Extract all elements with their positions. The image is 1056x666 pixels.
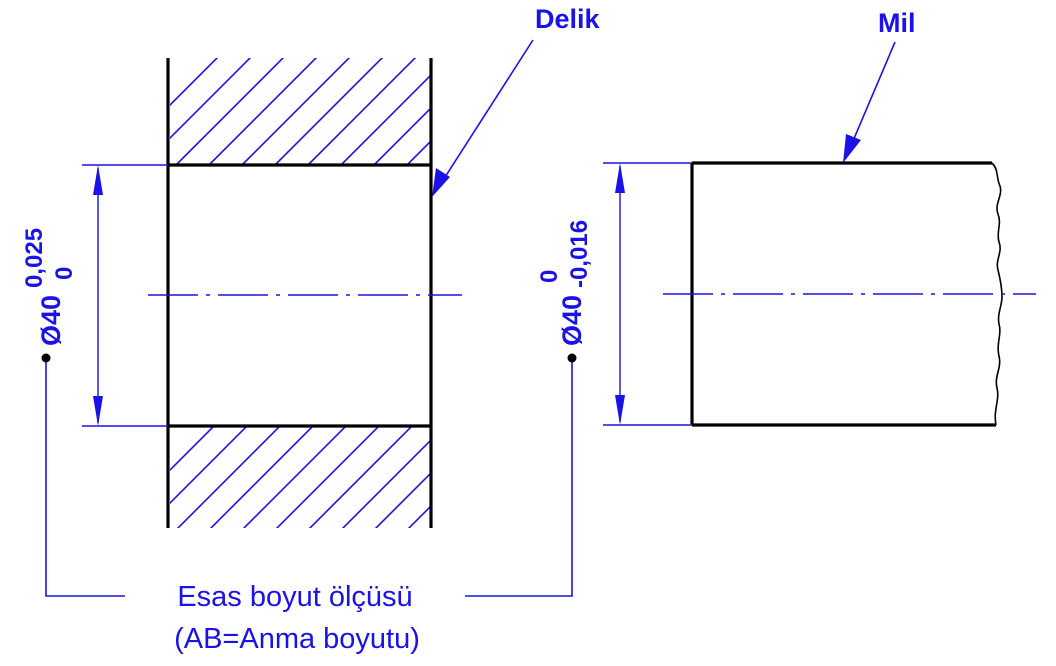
hole-dimension-text: Ø40 0,025 0 [21, 228, 78, 346]
hole-hatch-top [170, 58, 430, 165]
shaft-dimension-text: Ø40 0 -0,016 [536, 220, 593, 346]
nominal-size-leaders [45, 360, 573, 597]
hole-hatch-bottom [170, 426, 430, 528]
shaft-lower-deviation: -0,016 [566, 220, 593, 288]
hole-part [148, 58, 462, 528]
shaft-label: Mil [878, 8, 916, 38]
nominal-size-sublabel: (AB=Anma boyutu) [174, 623, 420, 655]
shaft-leader-dot [567, 353, 577, 363]
shaft-leader [843, 41, 896, 163]
hole-leader-dot [41, 353, 51, 363]
hole-label: Delik [535, 4, 601, 34]
shaft-nominal-size: Ø40 [557, 295, 587, 346]
hole-dimension [82, 164, 168, 427]
shaft-break-line [991, 162, 1003, 426]
hole-outline [166, 58, 433, 528]
shaft-part [663, 161, 1036, 427]
hole-nominal-size: Ø40 [36, 295, 66, 346]
shaft-dimension [603, 162, 692, 426]
nominal-size-label: Esas boyut ölçüsü [177, 581, 412, 613]
hole-upper-deviation: 0,025 [21, 228, 48, 288]
shaft-upper-deviation: 0 [536, 270, 563, 283]
hole-leader [432, 39, 534, 197]
hole-lower-deviation: 0 [51, 267, 78, 280]
